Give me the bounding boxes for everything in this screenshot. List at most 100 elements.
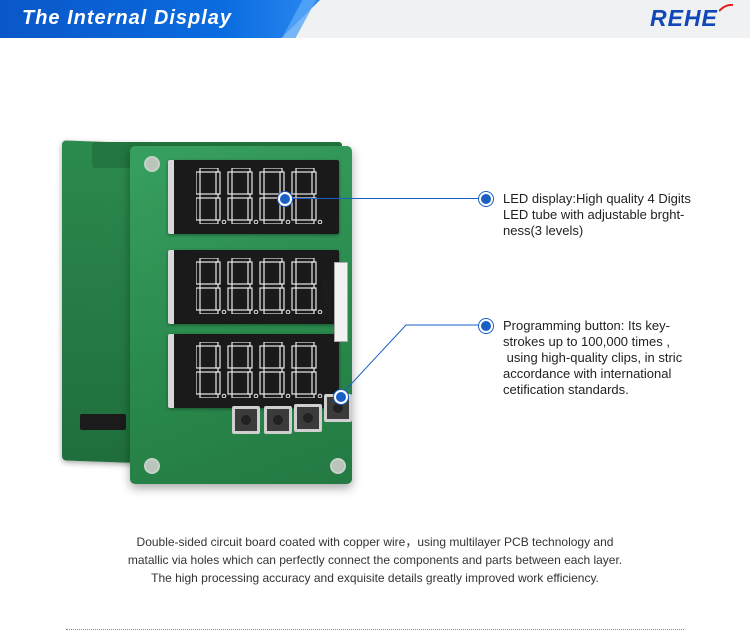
- led-segment: [227, 287, 233, 311]
- led-segment: [199, 219, 219, 224]
- led-segment: [196, 371, 201, 395]
- led-decimal-point: [285, 309, 291, 314]
- led-segment: [279, 261, 285, 285]
- led-decimal-point: [285, 393, 291, 398]
- led-display-callout: LED display:High quality 4 Digits LED tu…: [503, 191, 691, 239]
- led-decimal-point: [253, 309, 259, 314]
- led-decimal-point: [253, 219, 259, 224]
- led-segment: [247, 261, 253, 285]
- led-segment: [231, 258, 251, 263]
- callout-anchor-dot: [334, 390, 348, 404]
- mount-hole: [144, 156, 160, 172]
- led-segment: [263, 367, 283, 373]
- callout-line: accordance with international: [503, 366, 672, 381]
- pcb-board-image: 172801: [52, 128, 362, 488]
- led-segment: [263, 258, 283, 263]
- led-segment: [295, 168, 315, 173]
- led-segment: [196, 345, 201, 369]
- led-segment: [196, 171, 201, 195]
- led-segment: [311, 261, 317, 285]
- seven-segment-digits: [196, 168, 323, 224]
- led-segment: [247, 171, 253, 195]
- callout-bullet-dot: [479, 192, 493, 206]
- programming-button-callout: Programming button: Its key- strokes up …: [503, 318, 682, 398]
- description-line: matallic via holes which can perfectly c…: [127, 553, 623, 567]
- led-segment: [199, 193, 219, 199]
- led-segment: [199, 342, 219, 347]
- led-segment: [199, 367, 219, 373]
- callout-line: LED display:High quality 4 Digits: [503, 191, 691, 206]
- led-decimal-point: [221, 393, 227, 398]
- seven-segment-digits: [196, 342, 323, 398]
- callout-line: LED tube with adjustable brght-: [503, 207, 685, 222]
- led-decimal-point: [317, 393, 323, 398]
- led-segment: [263, 342, 283, 347]
- key-button: [232, 406, 260, 434]
- led-segment: [295, 283, 315, 289]
- led-segment: [311, 345, 317, 369]
- description-paragraph: Double-sided circuit board coated with c…: [0, 533, 750, 587]
- led-segment: [295, 219, 315, 224]
- led-segment: [295, 309, 315, 314]
- seven-segment-digits: [196, 258, 323, 314]
- led-segment: [291, 287, 297, 311]
- callout-anchor-dot: [278, 192, 292, 206]
- led-segment: [231, 367, 251, 373]
- board-serial-label: 172801: [321, 262, 348, 342]
- led-segment: [199, 283, 219, 289]
- led-segment: [247, 371, 253, 395]
- led-segment: [311, 287, 317, 311]
- title-banner: [0, 0, 320, 38]
- led-segment: [215, 287, 221, 311]
- side-connector: [80, 414, 126, 430]
- dotted-divider: [66, 629, 684, 630]
- led-segment: [259, 261, 265, 285]
- led-segment: [291, 197, 297, 221]
- led-decimal-point: [317, 219, 323, 224]
- led-segment: [199, 258, 219, 263]
- led-segment: [263, 168, 283, 173]
- led-segment: [231, 219, 251, 224]
- led-segment: [227, 261, 233, 285]
- led-segment: [247, 197, 253, 221]
- led-segment: [215, 197, 221, 221]
- led-decimal-point: [285, 219, 291, 224]
- led-segment: [279, 371, 285, 395]
- led-segment: [215, 261, 221, 285]
- led-segment: [215, 171, 221, 195]
- led-segment: [231, 309, 251, 314]
- led-segment: [295, 393, 315, 398]
- led-decimal-point: [317, 309, 323, 314]
- page-title: The Internal Display: [22, 7, 233, 29]
- led-segment: [259, 371, 265, 395]
- led-segment: [263, 393, 283, 398]
- led-segment: [311, 171, 317, 195]
- description-line: The high processing accuracy and exquisi…: [151, 571, 599, 585]
- led-segment: [259, 287, 265, 311]
- callout-line: Programming button: Its key-: [503, 318, 670, 333]
- led-segment: [196, 261, 201, 285]
- callout-line: cetification standards.: [503, 382, 629, 397]
- led-segment: [227, 345, 233, 369]
- led-segment: [291, 345, 297, 369]
- led-segment: [231, 168, 251, 173]
- description-line: Double-sided circuit board coated with c…: [136, 535, 614, 549]
- led-segment: [231, 342, 251, 347]
- led-segment: [263, 219, 283, 224]
- key-button: [264, 406, 292, 434]
- led-segment: [311, 371, 317, 395]
- led-digit-tube-middle: [168, 250, 339, 324]
- led-segment: [279, 171, 285, 195]
- led-segment: [279, 345, 285, 369]
- led-segment: [215, 345, 221, 369]
- led-segment: [263, 309, 283, 314]
- led-decimal-point: [221, 219, 227, 224]
- callout-line: strokes up to 100,000 times ,: [503, 334, 670, 349]
- led-segment: [227, 197, 233, 221]
- mount-hole: [144, 458, 160, 474]
- led-segment: [231, 193, 251, 199]
- led-segment: [311, 197, 317, 221]
- led-segment: [231, 393, 251, 398]
- key-button: [294, 404, 322, 432]
- led-segment: [231, 283, 251, 289]
